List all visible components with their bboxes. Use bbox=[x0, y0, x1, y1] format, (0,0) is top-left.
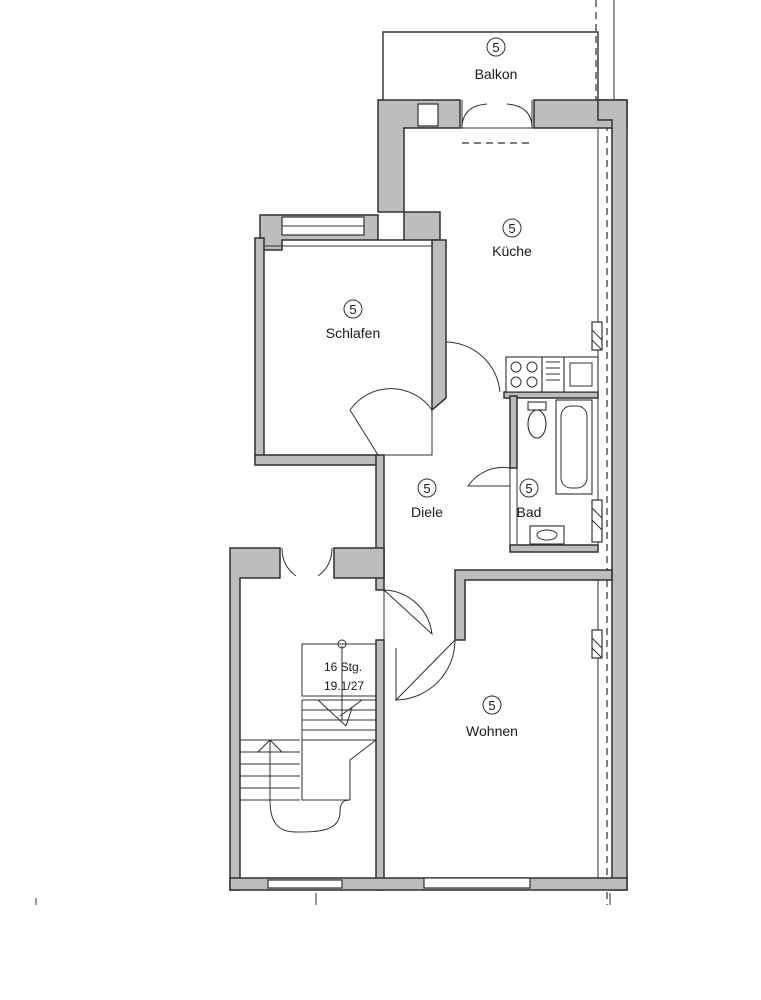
wall-bath-south bbox=[509, 544, 599, 553]
door-balcony bbox=[461, 100, 533, 129]
room-name-balkon: Balkon bbox=[475, 66, 518, 82]
wall-living-west bbox=[375, 639, 385, 891]
door-stair-top bbox=[281, 547, 333, 577]
wall-bedroom-east bbox=[431, 239, 447, 412]
door-entrance bbox=[383, 589, 433, 640]
room-badge-kueche: 5 bbox=[508, 221, 515, 236]
vent-kitchen bbox=[591, 321, 603, 351]
door-bath bbox=[467, 466, 511, 545]
wall-bedroom-west bbox=[254, 237, 265, 459]
vent-bath bbox=[591, 499, 603, 543]
bath-fixtures bbox=[527, 399, 593, 545]
room-name-bad: Bad bbox=[517, 504, 542, 520]
room-name-diele: Diele bbox=[411, 504, 443, 520]
door-living bbox=[394, 639, 456, 701]
inner-outlines bbox=[239, 127, 599, 878]
doors bbox=[281, 100, 533, 701]
room-badge-diele: 5 bbox=[423, 481, 430, 496]
stair-turn bbox=[269, 799, 351, 833]
staircase: 16 Stg. 19.1/27 bbox=[240, 639, 377, 833]
stove bbox=[505, 356, 543, 393]
room-badge-wohnen: 5 bbox=[488, 698, 495, 713]
dimension-marks bbox=[35, 893, 611, 905]
room-label-diele: 5 Diele bbox=[411, 478, 443, 520]
room-badge-balkon: 5 bbox=[492, 40, 499, 55]
window-living-bottom bbox=[423, 877, 531, 889]
balcony bbox=[382, 31, 599, 100]
door-kitchen bbox=[445, 341, 501, 398]
washbasin bbox=[529, 525, 565, 545]
room-label-balkon: 5 Balkon bbox=[475, 37, 518, 82]
kitchen-fixtures bbox=[505, 356, 599, 393]
wall-bedroom-south bbox=[254, 454, 379, 466]
bathtub bbox=[555, 399, 593, 495]
window-kitchen-top bbox=[417, 103, 439, 127]
vent-living bbox=[591, 629, 603, 659]
toilet bbox=[527, 409, 547, 439]
stair-steps-label: 16 Stg. bbox=[324, 660, 362, 674]
wall-kitchen-south bbox=[503, 391, 599, 399]
room-label-kueche: 5 Küche bbox=[492, 218, 532, 259]
room-label-wohnen: 5 Wohnen bbox=[466, 695, 518, 739]
door-bedroom bbox=[349, 388, 433, 456]
room-name-schlafen: Schlafen bbox=[326, 325, 380, 341]
room-name-kueche: Küche bbox=[492, 243, 532, 259]
window-stair-bottom bbox=[267, 879, 343, 889]
wall-stair-north-right bbox=[333, 547, 385, 579]
kitchen-sink bbox=[563, 356, 599, 393]
room-badge-schlafen: 5 bbox=[349, 302, 356, 317]
wall-bath-west bbox=[509, 395, 518, 469]
stair-ratio-label: 19.1/27 bbox=[324, 679, 364, 693]
room-badge-bad: 5 bbox=[525, 481, 532, 496]
room-label-bad: 5 Bad bbox=[517, 478, 542, 520]
wall-stair-north bbox=[229, 547, 281, 891]
wall-east bbox=[597, 99, 628, 891]
room-label-schlafen: 5 Schlafen bbox=[326, 299, 380, 341]
room-name-wohnen: Wohnen bbox=[466, 723, 518, 739]
windows bbox=[267, 103, 603, 889]
